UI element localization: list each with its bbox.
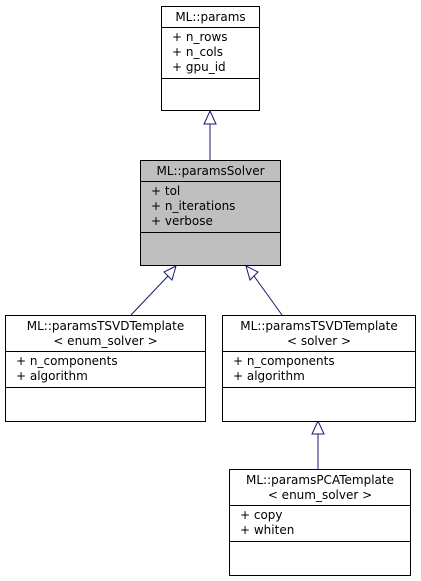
inheritance-arrowhead <box>245 265 259 281</box>
class-node-paramsSolver[interactable]: ML::paramsSolver + tol + n_iterations + … <box>140 160 281 266</box>
class-title: ML::paramsSolver <box>141 161 280 181</box>
class-template-arg: < enum_solver > <box>53 334 158 348</box>
class-node-params[interactable]: ML::params + n_rows + n_cols + gpu_id <box>161 6 260 111</box>
class-title: ML::paramsPCATemplate < enum_solver > <box>230 470 410 505</box>
attribute: + verbose <box>151 214 213 228</box>
class-attributes: + n_components + algorithm <box>223 351 415 387</box>
attribute: + algorithm <box>233 369 305 383</box>
attribute: + copy <box>240 508 283 522</box>
class-name: ML::paramsTSVDTemplate <box>240 319 398 333</box>
class-methods <box>230 541 410 566</box>
inheritance-arrowhead <box>163 265 177 281</box>
attribute: + n_cols <box>172 45 223 59</box>
class-name: ML::paramsPCATemplate <box>246 473 394 487</box>
class-name: ML::paramsTSVDTemplate <box>26 319 185 333</box>
class-template-arg: < solver > <box>286 334 352 348</box>
attribute: + gpu_id <box>172 60 226 74</box>
class-node-tsvd-enum-solver[interactable]: ML::paramsTSVDTemplate < enum_solver > +… <box>5 315 206 422</box>
inheritance-arrowhead <box>311 419 325 435</box>
attribute: + n_rows <box>172 30 228 44</box>
class-methods <box>141 232 280 257</box>
class-attributes: + n_rows + n_cols + gpu_id <box>162 27 259 78</box>
class-template-arg: < enum_solver > <box>267 488 373 502</box>
class-node-tsvd-solver[interactable]: ML::paramsTSVDTemplate < solver > + n_co… <box>222 315 416 422</box>
attribute: + n_components <box>233 354 335 368</box>
attribute: + tol <box>151 184 181 198</box>
attribute: + n_iterations <box>151 199 236 213</box>
attribute: + whiten <box>240 523 295 537</box>
class-node-pca-enum-solver[interactable]: ML::paramsPCATemplate < enum_solver > + … <box>229 469 411 576</box>
class-title: ML::paramsTSVDTemplate < enum_solver > <box>6 316 205 351</box>
edge-tsvd-enum-paramsSolver <box>130 275 169 316</box>
inheritance-arrowhead <box>203 109 217 125</box>
class-attributes: + tol + n_iterations + verbose <box>141 181 280 232</box>
class-title: ML::params <box>162 7 259 27</box>
class-methods <box>162 78 259 104</box>
class-title: ML::paramsTSVDTemplate < solver > <box>223 316 415 351</box>
class-name: ML::params <box>175 10 246 24</box>
class-name: ML::paramsSolver <box>156 164 265 178</box>
attribute: + n_components <box>16 354 118 368</box>
attribute: + algorithm <box>16 369 88 383</box>
class-attributes: + n_components + algorithm <box>6 351 205 387</box>
class-methods <box>223 387 415 412</box>
class-methods <box>6 387 205 412</box>
class-attributes: + copy + whiten <box>230 505 410 541</box>
edge-tsvd-solver-paramsSolver <box>253 275 283 316</box>
